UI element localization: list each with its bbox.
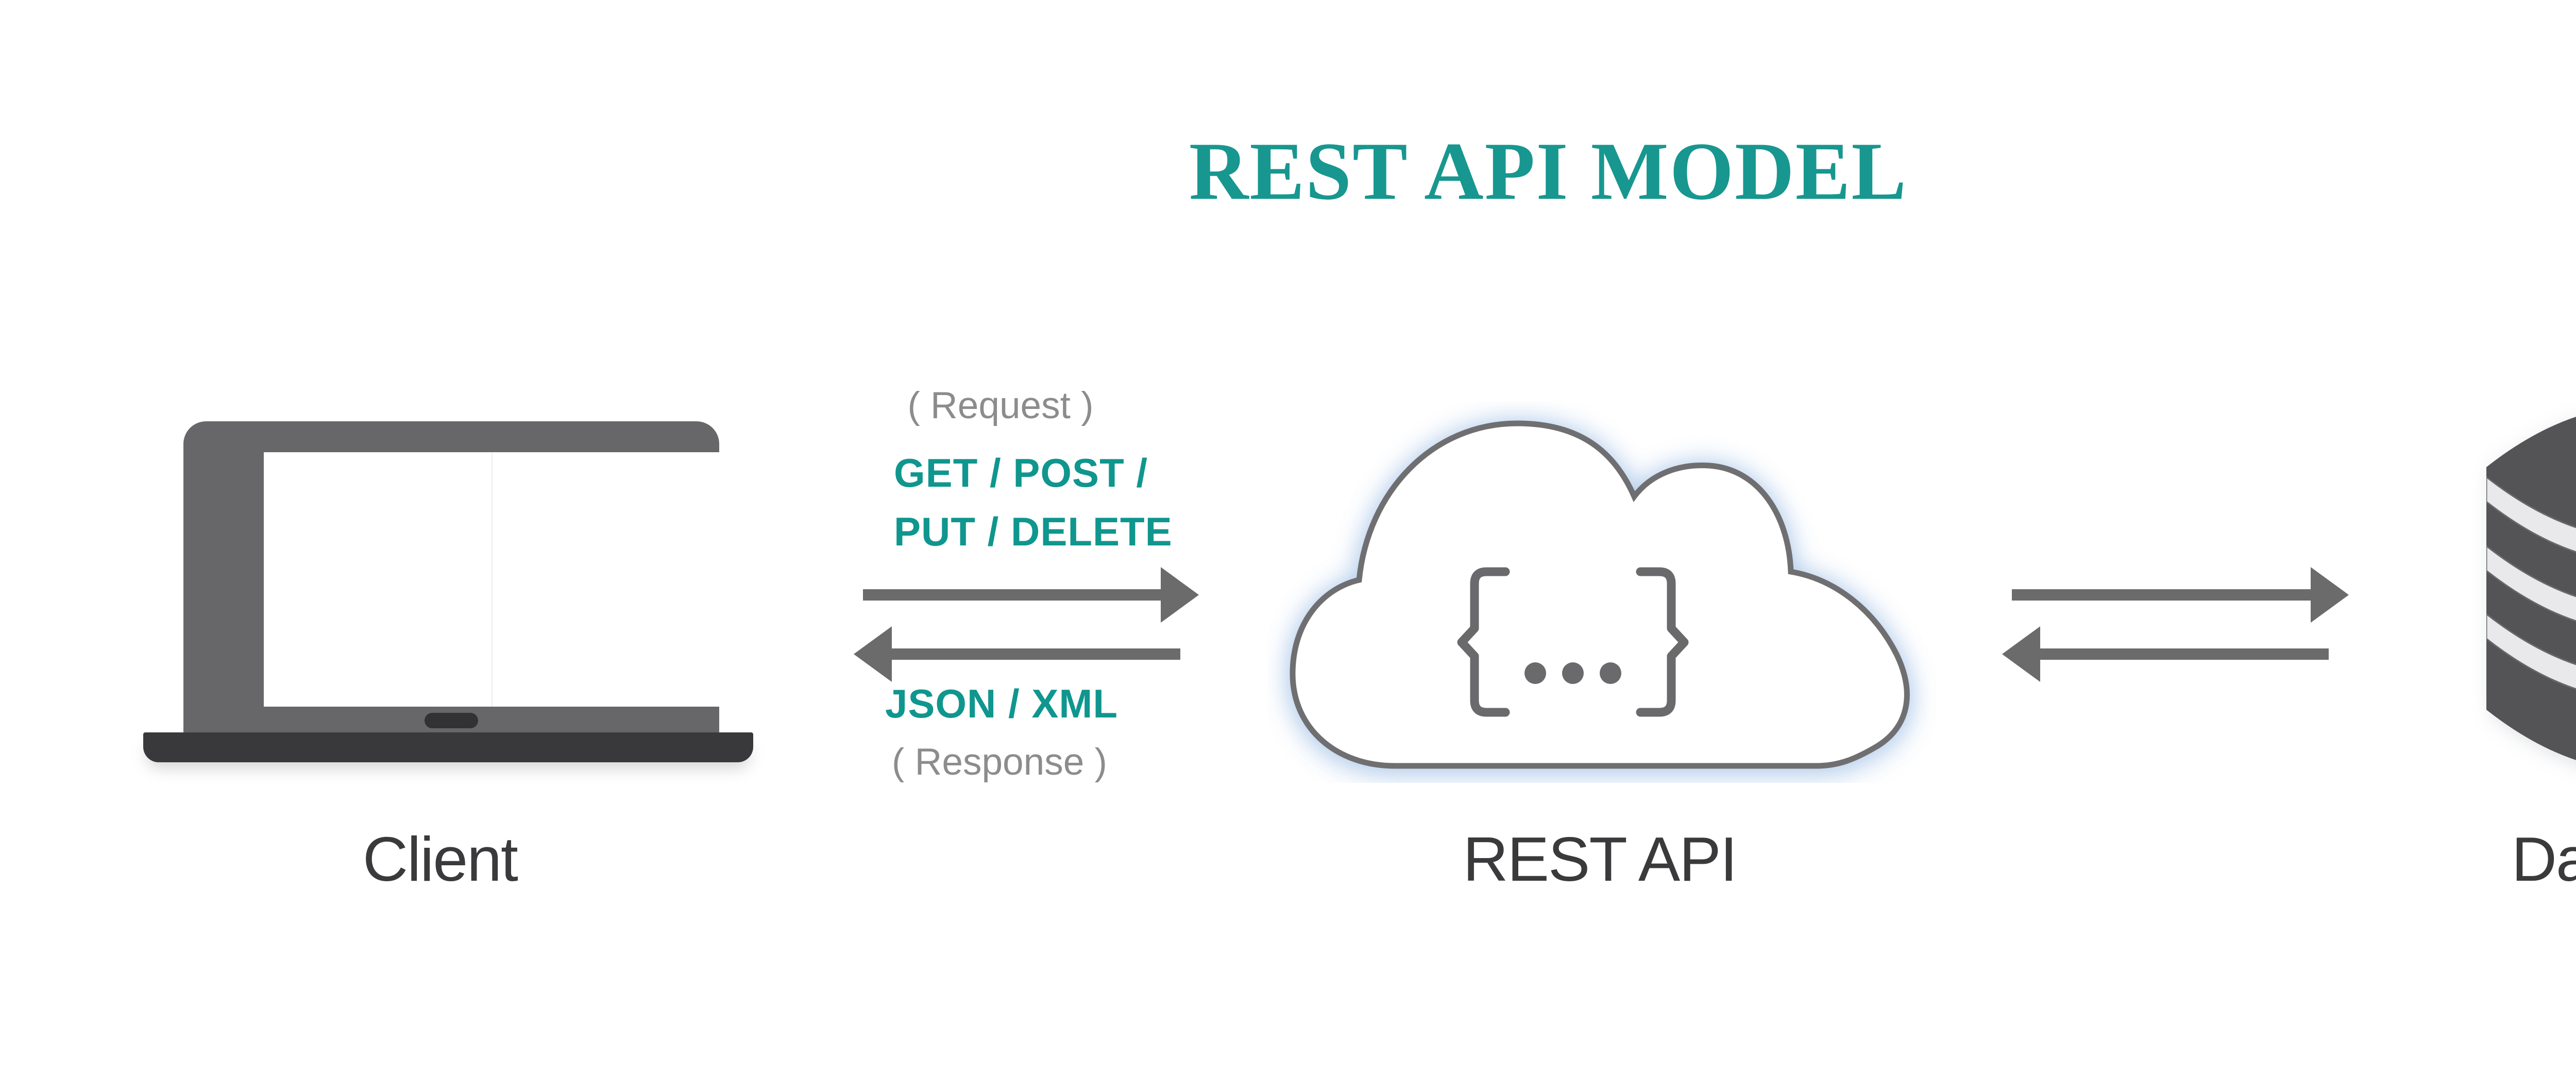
arrow-shaft [863, 589, 1161, 601]
response-formats: JSON / XML [885, 681, 1118, 726]
laptop-base [143, 732, 753, 762]
response-caption: ( Response ) [892, 741, 1107, 783]
arrow-head-left-icon [2002, 626, 2040, 682]
request-methods-line1: GET / POST / [894, 450, 1148, 495]
arrow-head-left-icon [854, 626, 892, 682]
laptop-screen [264, 452, 719, 707]
cloud-braces-icon [1290, 420, 1910, 769]
cloud-outline [1290, 420, 1910, 769]
ellipsis-dots-icon [1524, 662, 1621, 684]
arrow-head-right-icon [1161, 567, 1199, 623]
code-braces-icon [1457, 567, 1689, 717]
arrow-shaft [2012, 589, 2311, 601]
laptop-screen-seam [492, 452, 493, 707]
client-label: Client [363, 824, 518, 894]
database-label: Database [2511, 824, 2576, 894]
rest-api-label: REST API [1463, 824, 1738, 894]
request-methods-line2: PUT / DELETE [894, 509, 1173, 554]
laptop-lid [183, 421, 719, 737]
request-caption: ( Request ) [907, 385, 1094, 426]
arrow-shaft [2040, 648, 2329, 660]
arrow-shaft [892, 648, 1180, 660]
arrow-head-right-icon [2311, 567, 2349, 623]
laptop-icon [143, 421, 753, 766]
database-icon [2486, 417, 2576, 760]
laptop-notch [425, 713, 478, 728]
page-title: REST API MODEL [1189, 125, 1908, 217]
database-bands [2486, 476, 2576, 690]
